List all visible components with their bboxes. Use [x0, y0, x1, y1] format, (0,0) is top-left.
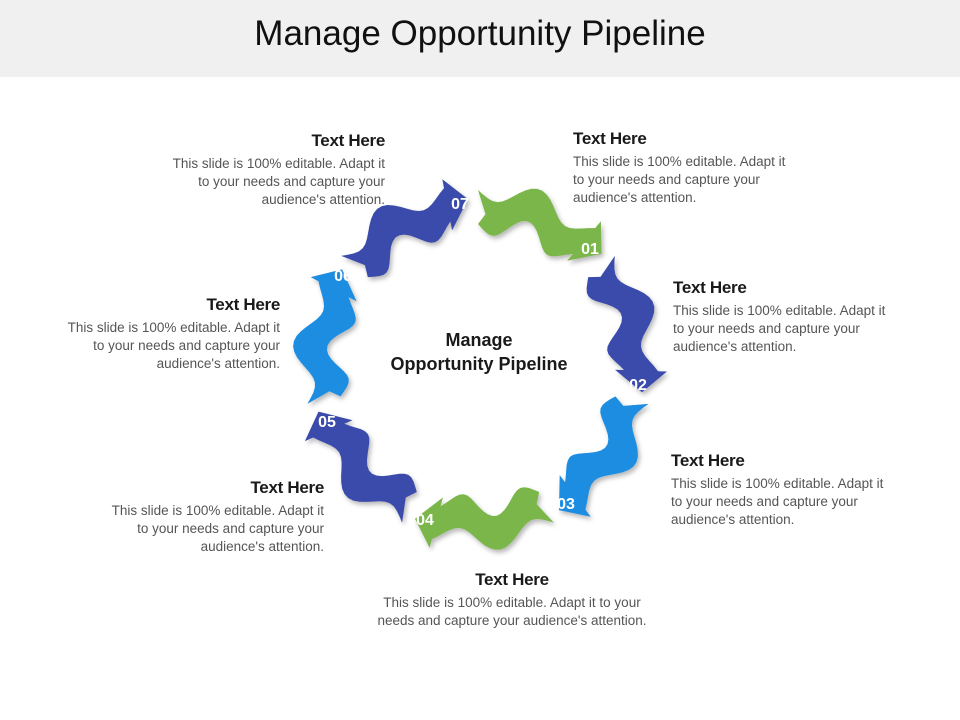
center-label: Manage Opportunity Pipeline	[369, 328, 589, 376]
body-line: to your needs and capture your	[673, 321, 860, 336]
text-block-heading: Text Here	[311, 131, 385, 150]
text-block-body: This slide is 100% editable. Adapt it to…	[573, 153, 823, 207]
body-line: audience's attention.	[673, 339, 797, 354]
body-line: audience's attention.	[671, 512, 795, 527]
text-block-body: This slide is 100% editable. Adapt it to…	[352, 594, 672, 630]
body-line: This slide is 100% editable. Adapt it	[573, 154, 786, 169]
title-bar	[0, 0, 960, 77]
body-line: This slide is 100% editable. Adapt it	[671, 476, 884, 491]
body-line: This slide is 100% editable. Adapt it	[673, 303, 886, 318]
body-line: This slide is 100% editable. Adapt it	[172, 156, 385, 171]
text-block-body: This slide is 100% editable. Adapt it to…	[671, 475, 921, 529]
text-block-05: Text Here This slide is 100% editable. A…	[74, 478, 325, 556]
text-block-01: Text Here This slide is 100% editable. A…	[573, 129, 823, 207]
step-arrow-06	[293, 269, 357, 404]
text-block-body: This slide is 100% editable. Adapt it to…	[135, 155, 385, 209]
step-number-01: 01	[581, 241, 599, 258]
text-block-02: Text Here This slide is 100% editable. A…	[673, 278, 923, 356]
step-number-07: 07	[451, 196, 469, 213]
step-arrow-01	[478, 188, 602, 261]
text-block-heading: Text Here	[475, 570, 549, 589]
text-block-06: Text Here This slide is 100% editable. A…	[30, 295, 281, 373]
body-line: This slide is 100% editable. Adapt it to…	[383, 595, 641, 610]
text-block-heading: Text Here	[573, 129, 647, 148]
text-block-heading: Text Here	[206, 295, 280, 314]
step-arrow-07	[341, 179, 468, 278]
page-title: Manage Opportunity Pipeline	[254, 14, 706, 53]
body-line: to your needs and capture your	[93, 338, 280, 353]
step-number-03: 03	[557, 496, 575, 513]
step-number-02: 02	[629, 377, 647, 394]
body-line: to your needs and capture your	[137, 521, 324, 536]
body-line: This slide is 100% editable. Adapt it	[111, 503, 324, 518]
step-arrow-03	[559, 396, 649, 517]
body-line: audience's attention.	[156, 356, 280, 371]
text-block-04: Text Here This slide is 100% editable. A…	[352, 570, 672, 630]
text-block-heading: Text Here	[673, 278, 747, 297]
center-label-line-2: Opportunity Pipeline	[390, 354, 568, 374]
body-line: to your needs and capture your	[671, 494, 858, 509]
text-block-body: This slide is 100% editable. Adapt it to…	[74, 502, 324, 556]
body-line: This slide is 100% editable. Adapt it	[67, 320, 280, 335]
body-line: audience's attention.	[573, 190, 697, 205]
body-line: to your needs and capture your	[573, 172, 760, 187]
text-block-heading: Text Here	[671, 451, 745, 470]
text-block-03: Text Here This slide is 100% editable. A…	[671, 451, 921, 529]
body-line: audience's attention.	[200, 539, 324, 554]
center-label-line-1: Manage	[445, 330, 513, 350]
body-line: audience's attention.	[261, 192, 385, 207]
text-block-body: This slide is 100% editable. Adapt it to…	[673, 302, 923, 356]
text-block-body: This slide is 100% editable. Adapt it to…	[30, 319, 280, 373]
step-arrow-04	[415, 487, 554, 550]
body-line: to your needs and capture your	[198, 174, 385, 189]
step-number-06: 06	[334, 268, 352, 285]
body-line: needs and capture your audience's attent…	[377, 613, 647, 628]
step-arrow-02	[586, 255, 667, 393]
text-block-07: Text Here This slide is 100% editable. A…	[135, 131, 386, 209]
step-arrow-05	[304, 411, 417, 523]
step-number-05: 05	[318, 414, 336, 431]
step-number-04: 04	[416, 512, 434, 529]
text-block-heading: Text Here	[250, 478, 324, 497]
